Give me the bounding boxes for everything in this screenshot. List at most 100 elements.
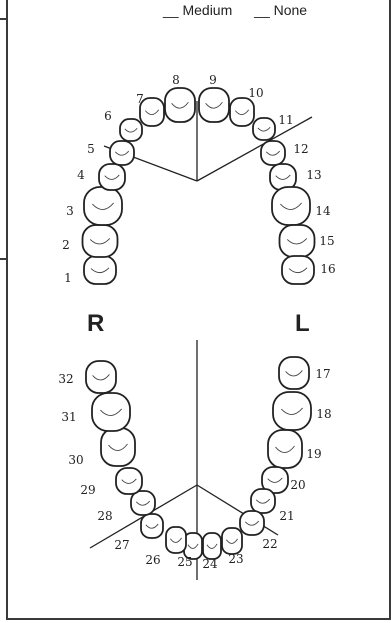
tooth-17-detail (285, 370, 303, 377)
tooth-3 (83, 186, 123, 226)
tooth-31 (91, 392, 131, 432)
legend-medium: __ Medium (163, 2, 233, 18)
legend-none: __ None (254, 2, 308, 18)
tooth-24 (202, 532, 222, 560)
tooth-15-detail (286, 238, 308, 245)
frame-left-border (6, 0, 8, 620)
tooth-number-31: 31 (61, 410, 76, 424)
tooth-23 (221, 527, 243, 555)
legend: __ Medium __ None (163, 2, 325, 18)
tooth-number-28: 28 (97, 509, 112, 523)
tooth-28 (130, 490, 156, 516)
tooth-number-13: 13 (306, 168, 321, 182)
tooth-20-detail (267, 477, 283, 483)
tooth-6 (119, 118, 143, 142)
tooth-26 (165, 526, 187, 554)
tooth-22-detail (244, 520, 260, 526)
tooth-7-detail (144, 109, 160, 116)
tooth-6-detail (124, 127, 138, 133)
tooth-number-15: 15 (319, 234, 334, 248)
tooth-number-10: 10 (248, 86, 263, 100)
tooth-number-20: 20 (290, 478, 305, 492)
frame-tick-top (0, 18, 8, 20)
tooth-number-18: 18 (316, 407, 331, 421)
tooth-number-27: 27 (114, 538, 129, 552)
tooth-23-detail (226, 538, 238, 544)
tooth-number-1: 1 (64, 271, 72, 285)
tooth-32 (85, 360, 117, 394)
tooth-number-12: 12 (293, 142, 308, 156)
frame-right-border (389, 0, 391, 620)
tooth-27 (140, 513, 164, 539)
tooth-11-detail (257, 126, 271, 132)
tooth-1-detail (90, 267, 110, 274)
tooth-number-22: 22 (262, 537, 277, 551)
tooth-31-detail (100, 408, 122, 416)
tooth-number-29: 29 (80, 483, 95, 497)
tooth-15 (278, 224, 316, 258)
tooth-number-25: 25 (177, 555, 192, 569)
tooth-12 (260, 140, 286, 166)
tooth-number-16: 16 (320, 262, 335, 276)
tooth-number-2: 2 (62, 238, 70, 252)
tooth-number-3: 3 (66, 204, 74, 218)
tooth-number-17: 17 (315, 367, 330, 381)
tooth-29 (115, 467, 143, 495)
tooth-17 (278, 356, 310, 390)
tooth-21 (250, 488, 276, 514)
tooth-10 (229, 97, 255, 127)
tooth-30 (100, 427, 136, 467)
tooth-number-23: 23 (228, 552, 243, 566)
tooth-number-14: 14 (315, 204, 331, 218)
tooth-number-8: 8 (172, 73, 180, 87)
tooth-26-detail (170, 537, 182, 543)
tooth-number-11: 11 (278, 113, 293, 127)
tooth-29-detail (121, 478, 137, 484)
tooth-19-detail (275, 445, 295, 453)
tooth-30-detail (108, 443, 128, 451)
tooth-13-detail (275, 174, 291, 180)
tooth-number-7: 7 (136, 92, 144, 106)
tooth-9-detail (205, 102, 223, 109)
tooth-5 (109, 140, 135, 166)
tooth-8-detail (171, 102, 189, 109)
tooth-21-detail (255, 498, 271, 504)
tooth-12-detail (265, 150, 281, 156)
tooth-20 (261, 466, 289, 494)
tooth-16 (281, 255, 315, 285)
frame-bottom-border (6, 618, 391, 620)
tooth-number-9: 9 (209, 73, 217, 87)
tooth-22 (239, 510, 265, 536)
tooth-4-detail (104, 174, 120, 180)
tooth-1 (83, 255, 117, 285)
tooth-16-detail (288, 267, 308, 274)
tooth-number-32: 32 (58, 372, 73, 386)
tooth-11 (252, 117, 276, 141)
tooth-number-26: 26 (145, 553, 160, 567)
tooth-14-detail (280, 202, 302, 210)
tooth-25-detail (187, 543, 199, 549)
tooth-18-detail (281, 407, 303, 415)
tooth-4 (98, 163, 126, 191)
upper-right-divider (196, 116, 313, 182)
tooth-number-30: 30 (68, 453, 83, 467)
tooth-27-detail (145, 523, 159, 529)
left-side-label: L (295, 310, 310, 337)
tooth-32-detail (92, 374, 110, 381)
tooth-19 (267, 429, 303, 469)
tooth-24-detail (206, 543, 218, 549)
tooth-2 (81, 224, 119, 258)
tooth-5-detail (114, 150, 130, 156)
tooth-18 (272, 391, 312, 431)
tooth-number-24: 24 (202, 557, 218, 571)
tooth-number-6: 6 (104, 109, 112, 123)
tooth-2-detail (89, 238, 111, 245)
tooth-8 (164, 87, 196, 123)
tooth-number-5: 5 (87, 142, 95, 156)
right-side-label: R (87, 310, 105, 337)
tooth-14 (271, 186, 311, 226)
tooth-number-4: 4 (77, 168, 85, 182)
frame-tick-mid (0, 258, 8, 260)
tooth-number-19: 19 (306, 447, 321, 461)
